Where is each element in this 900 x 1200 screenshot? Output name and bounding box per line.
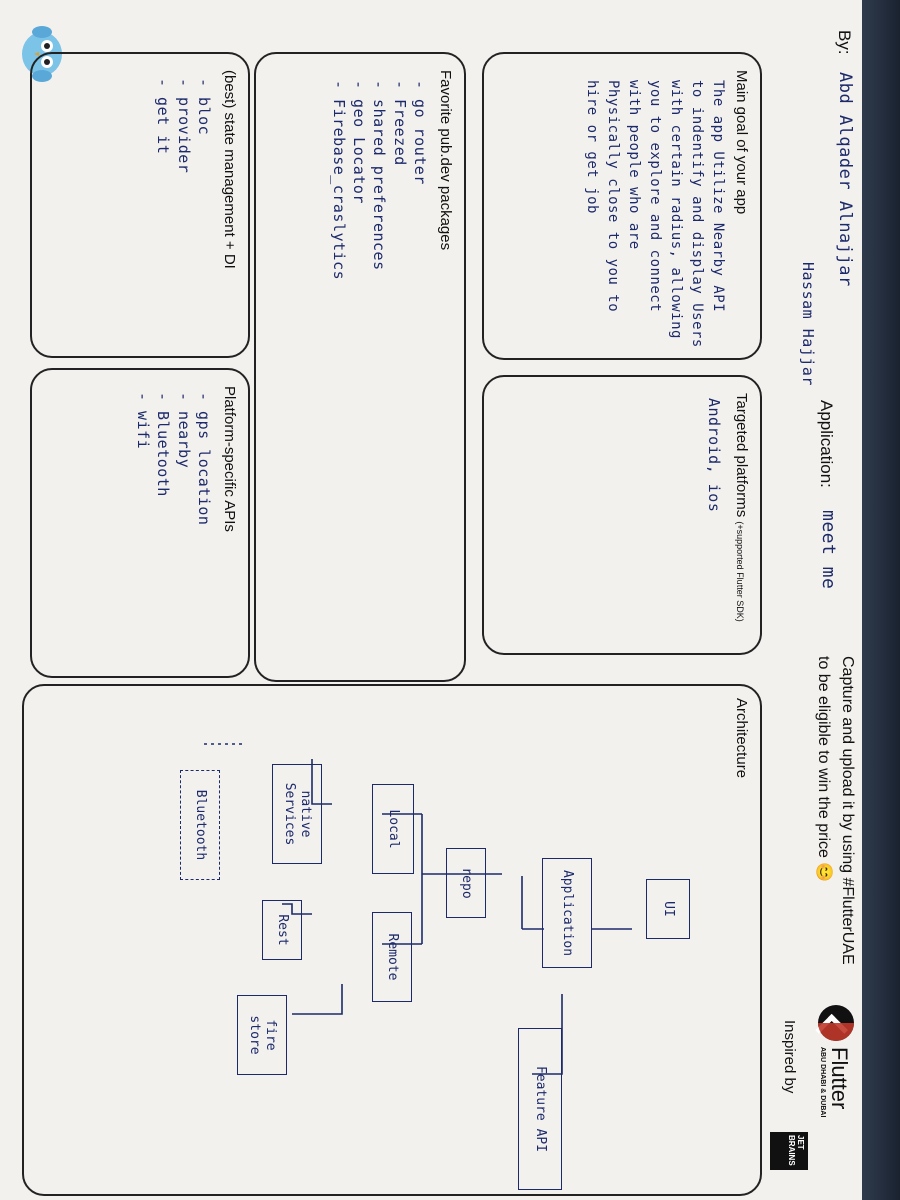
platform-apis-list: - gps location - nearby - Bluetooth - wi…	[133, 392, 214, 525]
node-feature-api: Feature API	[518, 1028, 562, 1190]
package-item: - Firebase_craslytics	[330, 80, 348, 281]
state-item: - bloc	[195, 78, 213, 136]
node-rest: Rest	[262, 900, 302, 960]
state-item: - provider	[174, 78, 193, 174]
jetbrains-logo: JET BRAINS	[770, 1132, 808, 1170]
state-management-title: (best) state management + DI	[221, 70, 238, 269]
author-1: Abd Alqader Alnajjar	[835, 72, 855, 287]
targeted-title-small: (+supported Flutter SDK)	[735, 521, 745, 622]
node-remote: Remote	[372, 912, 412, 1002]
package-item: - shared preferences	[370, 80, 389, 271]
flutter-logo: Flutter ABU DHABI & DUBAI	[818, 1005, 854, 1117]
eligible-text: to be eligible to win the price 😊	[815, 656, 832, 883]
node-bluetooth: Bluetooth	[180, 770, 220, 880]
targeted-title-main: Targeted platforms	[733, 393, 750, 518]
inspired-by: Inspired by	[781, 1020, 798, 1094]
node-repo: repo	[446, 848, 486, 918]
capture-text: Capture and upload it by using #FlutterU…	[839, 656, 856, 965]
state-management-list: - bloc - provider - get it	[153, 78, 214, 173]
main-goal-title: Main goal of your app	[733, 70, 750, 215]
canvas-sheet: By: Abd Alqader Alnajjar Hassam Hajjar A…	[0, 0, 862, 1200]
targeted-platforms-title: Targeted platforms (+supported Flutter S…	[733, 393, 750, 622]
application-label: Application:	[817, 400, 836, 488]
main-goal-text: The app Utilize Nearby API to indentify …	[584, 80, 726, 348]
application-value: meet me	[818, 510, 839, 590]
targeted-platforms-text: Android, ios	[705, 398, 723, 513]
paper-sheet	[0, 0, 862, 1200]
package-item: - geo Locator	[350, 80, 369, 204]
platform-api-item: - nearby	[174, 392, 193, 469]
state-management-box	[30, 52, 250, 358]
node-fire-store: fire store	[237, 995, 287, 1075]
node-ui: UI	[646, 879, 690, 939]
by-label: By:	[835, 30, 854, 55]
platform-apis-title: Platform-specific APIs	[221, 386, 238, 532]
state-item: - get it	[154, 78, 173, 155]
architecture-connectors	[202, 743, 632, 1075]
dash-mascot-icon	[17, 24, 72, 84]
platform-api-item: - gps location	[195, 392, 213, 526]
node-local: Local	[372, 784, 414, 874]
background-fabric	[862, 0, 900, 1200]
package-item: - Freezed	[390, 80, 409, 166]
platform-api-item: - Bluetooth	[154, 392, 173, 497]
node-native-services: native Services	[272, 764, 322, 864]
packages-title: Favorite pub.dev packages	[437, 70, 454, 251]
flutter-logo-name: Flutter	[827, 1047, 853, 1110]
flutter-logo-icon	[818, 1005, 854, 1041]
author-2: Hassam Hajjar	[799, 262, 817, 386]
packages-list: - go router - Freezed - shared preferenc…	[329, 80, 430, 280]
node-application: Application	[542, 858, 592, 968]
package-item: - go router	[411, 80, 429, 185]
flutter-logo-sub: ABU DHABI & DUBAI	[819, 1047, 827, 1118]
platform-api-item: - wifi	[134, 392, 153, 450]
